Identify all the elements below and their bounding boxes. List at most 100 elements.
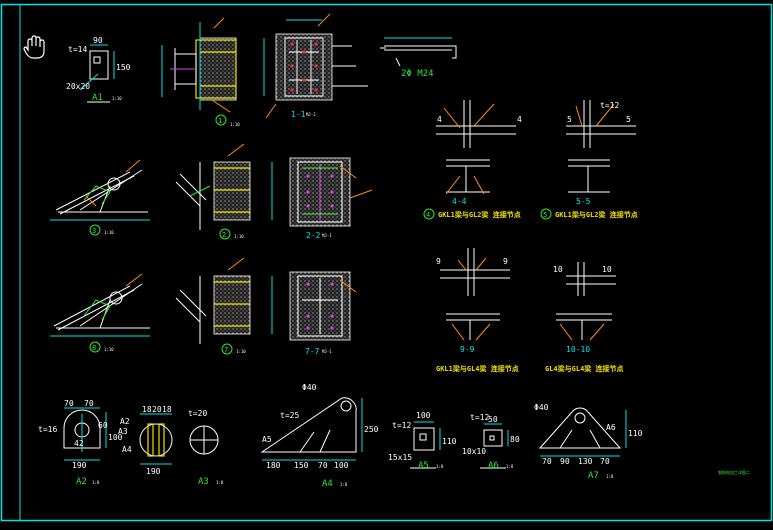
section-10-10: 10 10 10-10 GL4梁与GL4梁 连接节点 [545, 262, 624, 373]
a6-title: A6 [488, 461, 499, 471]
hand-pointer-icon [23, 35, 45, 59]
cut-4-left: 4 [437, 115, 442, 124]
a1-title: A1 [92, 93, 103, 103]
a2-dim-42: 42 [74, 439, 84, 448]
a5-dim-110: 110 [442, 437, 457, 446]
d3-scale: 1:10 [104, 230, 114, 235]
detail-1: 1 1:10 [161, 17, 240, 127]
a7-label-A6: A6 [606, 423, 616, 432]
caption-4: GKL1梁与GL2梁 连接节点 [438, 210, 521, 219]
a3-dim-20: 20 [152, 405, 162, 414]
a3-label-A3: A3 [118, 427, 128, 436]
anchor-bolt: 2Φ M24 [380, 37, 457, 79]
section-9-9: 9 9 9-9 GKL1梁与GL4梁 连接节点 [436, 248, 519, 373]
detail-A3: t=20 A3 1:8 [188, 409, 224, 487]
cut-9-right: 9 [503, 257, 508, 266]
a7-dim-90: 90 [560, 457, 570, 466]
a1-hole-size: 20x20 [66, 82, 90, 91]
section-9-9-title: 9-9 [460, 345, 475, 354]
caption-5: GKL1梁与GL2梁 连接节点 [555, 210, 638, 219]
drawing-border [0, 3, 773, 522]
detail-A6: t=12 50 80 10x10 A6 1:8 [462, 413, 520, 471]
section-1-1: 1-1 MJ-2 [263, 13, 368, 119]
cut-5-right: 5 [626, 115, 631, 124]
a2-dim-70a: 70 [64, 399, 74, 408]
section-10-10-title: 10-10 [566, 345, 590, 354]
a2-dim-60: 60 [98, 421, 108, 430]
a6-thickness: t=12 [470, 413, 489, 422]
a2-dim-70b: 70 [84, 399, 94, 408]
a3-title: A3 [198, 477, 209, 487]
a4-hole: Φ40 [302, 383, 317, 392]
section-7-7: 7-7 MJ-1 [289, 271, 357, 356]
d7-scale: 1:10 [236, 349, 246, 354]
section-7-7-title: 7-7 [305, 347, 320, 356]
section-2-2: 2-2 MJ-1 [289, 157, 373, 240]
section-2-2-title: 2-2 [306, 231, 321, 240]
detail-8: 8 1:10 [50, 273, 150, 353]
a2-dim-100: 100 [108, 433, 123, 442]
section-4-4-title: 4-4 [452, 197, 467, 206]
a1-thickness: t=14 [68, 45, 87, 54]
detail-A5: 100 t=12 110 15x15 A5 1:8 [388, 411, 457, 471]
a7-dim-130: 130 [578, 457, 593, 466]
detail-A7: Φ40 A6 70 90 130 70 110 A7 1:8 [534, 403, 643, 481]
cut-10-left: 10 [553, 265, 563, 274]
drawing-note: 钢结构加工详图二 [718, 469, 750, 475]
d8-scale: 1:10 [104, 347, 114, 352]
svg-text:8: 8 [92, 344, 96, 352]
section-2-2-mj: MJ-1 [322, 233, 332, 238]
detail-A3-cross: A2 A3 A4 18 20 18 190 [118, 405, 173, 476]
a5-title: A5 [418, 461, 429, 471]
d1-scale: 1:10 [230, 122, 240, 127]
a7-hole: Φ40 [534, 403, 549, 412]
a4-scale: 1:8 [340, 482, 348, 487]
detail-A2: 70 70 t=16 42 60 100 190 A2 1:8 [38, 399, 123, 487]
a6-scale: 1:8 [506, 464, 514, 469]
section-7-7-mj: MJ-1 [322, 349, 332, 354]
svg-text:2: 2 [222, 231, 226, 239]
a5-dim-100: 100 [416, 411, 431, 420]
section-5-5-title: 5-5 [576, 197, 591, 206]
bolt-label: 2Φ M24 [401, 69, 434, 79]
detail-3: 3 1:10 [50, 159, 150, 236]
a4-dim-100: 100 [334, 461, 349, 470]
a1-scale: 1:10 [112, 96, 122, 101]
a6-dim-80: 80 [510, 435, 520, 444]
a4-thickness: t=25 [280, 411, 299, 420]
a5-scale: 1:8 [436, 464, 444, 469]
a6-dim-50: 50 [488, 415, 498, 424]
cut-5-left: 5 [567, 115, 572, 124]
a4-dim-70: 70 [318, 461, 328, 470]
a7-dim-110: 110 [628, 429, 643, 438]
a7-dim-70a: 70 [542, 457, 552, 466]
section-1-1-title: 1-1 [291, 110, 306, 119]
a4-title: A4 [322, 479, 333, 489]
svg-text:4: 4 [426, 211, 430, 219]
a2-title: A2 [76, 477, 87, 487]
d2-scale: 1:10 [234, 234, 244, 239]
section-5-5: 5 5 t=12 5-5 5 GKL1梁与GL2梁 连接节点 [540, 100, 638, 220]
a2-scale: 1:8 [92, 480, 100, 485]
a3-scale: 1:8 [216, 480, 224, 485]
section-4-4: 4 4 4-4 4 GKL1梁与GL2梁 连接节点 [423, 100, 522, 220]
detail-A1: 90 150 t=14 20x20 A1 1:10 [66, 36, 131, 103]
a4-dim-180: 180 [266, 461, 281, 470]
svg-text:5: 5 [543, 211, 547, 219]
a2-thickness: t=16 [38, 425, 57, 434]
plate-thickness-t12: t=12 [600, 101, 619, 110]
a7-scale: 1:8 [606, 474, 614, 479]
a1-width-dim: 90 [93, 36, 103, 45]
a5-hole: 15x15 [388, 453, 412, 462]
a2-dim-190: 190 [72, 461, 87, 470]
a3-thickness: t=20 [188, 409, 207, 418]
a3-dim-18b: 18 [162, 405, 172, 414]
a5-thickness: t=12 [392, 421, 411, 430]
a7-title: A7 [588, 471, 599, 481]
cut-4-right: 4 [517, 115, 522, 124]
detail-A4: Φ40 t=25 A5 180 150 70 100 250 A4 1:8 [260, 383, 379, 489]
detail-7: 7 1:10 [175, 257, 273, 355]
a4-dim-250: 250 [364, 425, 379, 434]
